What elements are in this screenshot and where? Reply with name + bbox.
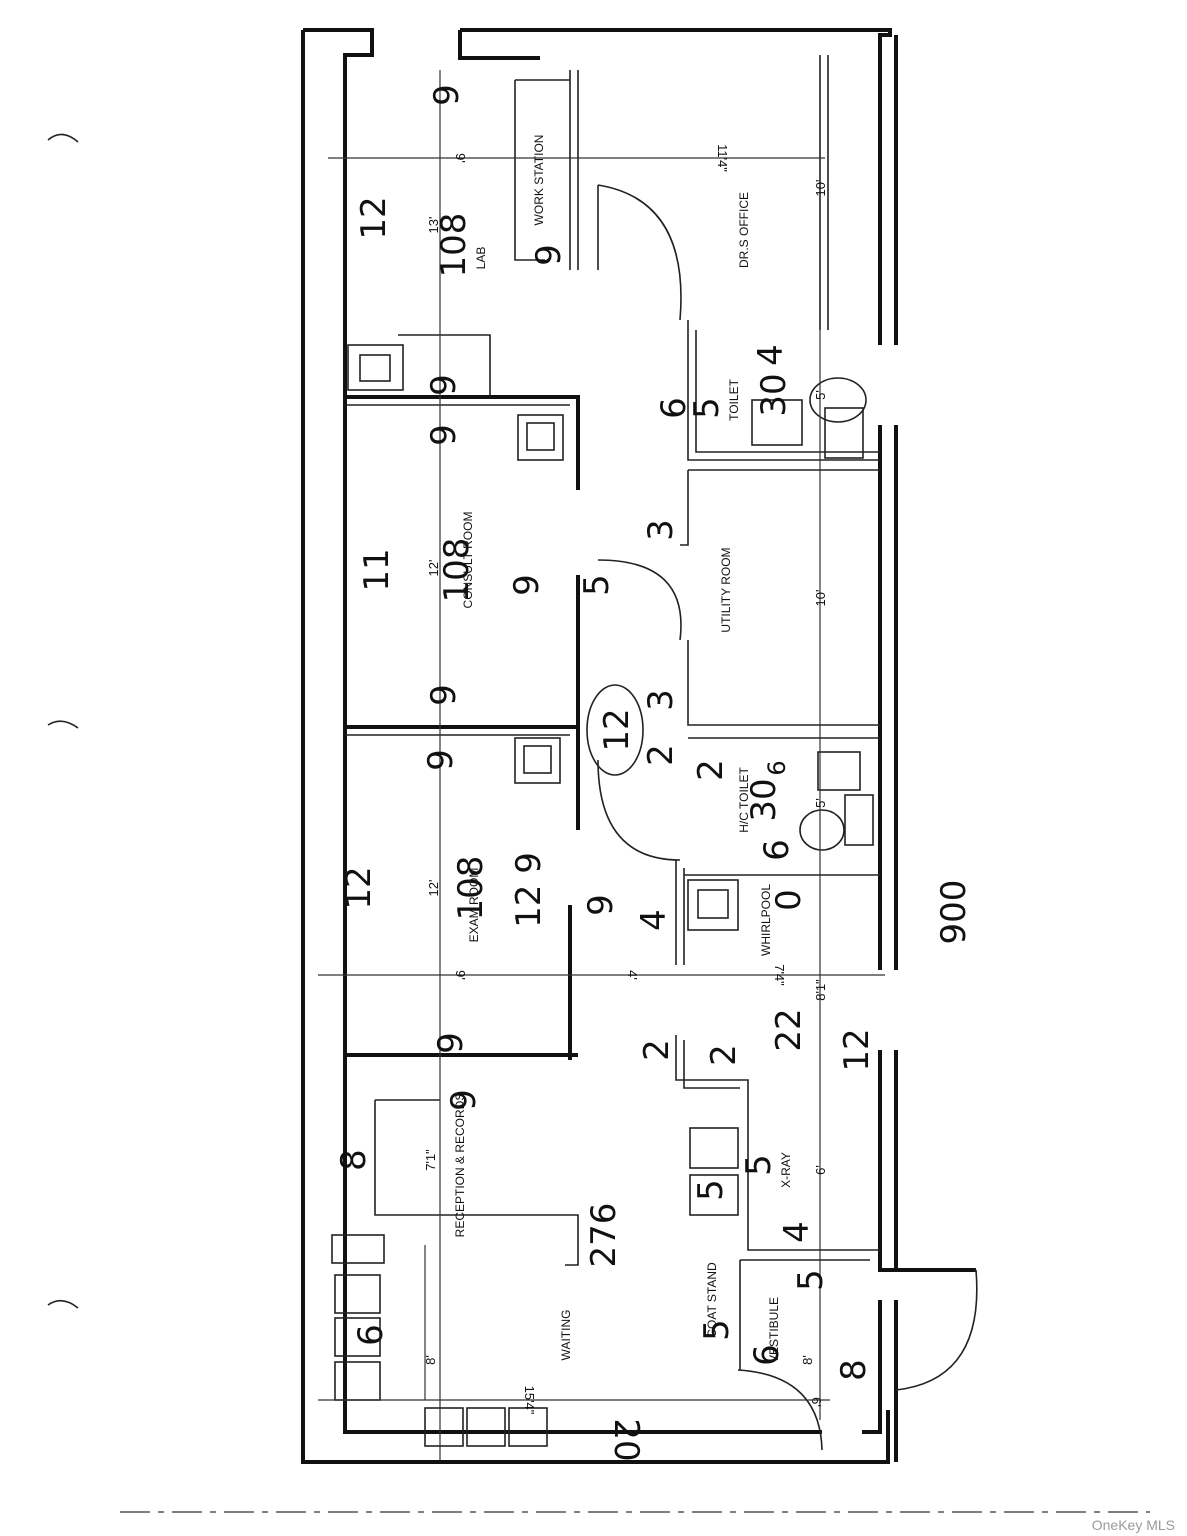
dim-label: 13' xyxy=(426,217,441,234)
hand-note: 900 xyxy=(934,880,974,945)
hand-note: 9 xyxy=(507,574,547,596)
hand-note: 108 xyxy=(451,856,491,921)
hand-note: 6 xyxy=(757,839,797,861)
hand-note: 9 xyxy=(424,424,464,446)
hand-note: 6 xyxy=(763,760,791,775)
hand-note: 0 xyxy=(769,889,809,911)
hand-note: 30 xyxy=(754,373,794,416)
hand-note: 4 xyxy=(777,1221,817,1243)
hand-note: 12 xyxy=(837,1028,877,1071)
dim-label: 15'4" xyxy=(522,1386,537,1415)
room-label-toilet: TOILET xyxy=(727,378,741,420)
hand-note: 30 xyxy=(744,778,784,821)
room-label-hc-toilet: H/C TOILET xyxy=(737,767,751,833)
hand-note: 2 xyxy=(704,1044,744,1066)
hand-note: 4 xyxy=(751,344,791,366)
dim-label: 9' xyxy=(453,970,468,980)
hand-note: 22 xyxy=(769,1008,809,1051)
outer-walls xyxy=(301,28,976,1464)
hand-note: 5 xyxy=(739,1154,779,1176)
dim-label: 10' xyxy=(813,590,828,607)
hand-note: 108 xyxy=(437,538,477,603)
hand-note: 9 xyxy=(421,749,461,771)
hand-note: 276 xyxy=(584,1203,624,1268)
hand-note: 5 xyxy=(687,397,727,419)
hand-note: 4 xyxy=(634,909,674,931)
punch-mark xyxy=(47,133,79,143)
dim-label: 6' xyxy=(813,1165,828,1175)
room-label-vestibule: VESTIBULE xyxy=(767,1297,781,1363)
hand-note: 9 xyxy=(529,244,569,266)
circled-note xyxy=(586,684,644,776)
room-label-lab: LAB xyxy=(474,247,488,270)
hand-note: 12 xyxy=(339,866,379,909)
hand-note: 6 xyxy=(654,397,694,419)
dim-label: 8' xyxy=(800,1355,815,1365)
dim-label: 7'4" xyxy=(772,964,787,986)
dim-label: 7'1" xyxy=(423,1149,438,1171)
dimension-labels: 9' 11'4" 13' 10' 5' 12' 10' 5' 12' 9' 4'… xyxy=(423,144,828,1415)
dim-label: 9' xyxy=(453,153,468,163)
room-label-reception: RECEPTION & RECORDS xyxy=(453,1093,467,1238)
hand-note: 9 xyxy=(444,1089,484,1111)
hand-note: 5 xyxy=(577,574,617,596)
room-label-coat-stand: COAT STAND xyxy=(705,1262,719,1338)
dim-label: 10' xyxy=(813,180,828,197)
hand-note: 5 xyxy=(691,1179,731,1201)
dim-label: 5' xyxy=(813,390,828,400)
dim-label: 12' xyxy=(426,560,441,577)
room-label-drs-office: DR.S OFFICE xyxy=(737,192,751,268)
hand-note: 108 xyxy=(434,213,474,278)
hand-note: 6 xyxy=(351,1324,391,1346)
dimension-lines xyxy=(318,55,885,1460)
room-label-waiting: WAITING xyxy=(559,1310,573,1361)
dim-label: 8'1" xyxy=(813,979,828,1001)
dim-label: 5' xyxy=(813,798,828,808)
hand-note: 12 xyxy=(354,196,394,239)
hand-note: 9 xyxy=(427,84,467,106)
room-label-xray: X-RAY xyxy=(779,1152,793,1188)
room-label-work-station: WORK STATION xyxy=(532,135,546,226)
room-labels: WORK STATION LAB DR.S OFFICE TOILET CONS… xyxy=(453,135,793,1363)
hand-note: 2 xyxy=(641,744,681,766)
room-label-consult-room: CONSULT ROOM xyxy=(461,512,475,609)
hand-note: 9 xyxy=(424,684,464,706)
dim-label: 11'4" xyxy=(715,144,730,172)
hand-note: 5 xyxy=(791,1269,831,1291)
dim-label: 12' xyxy=(426,880,441,897)
dim-label: 4' xyxy=(625,970,640,980)
room-label-whirlpool: WHIRLPOOL xyxy=(759,884,773,956)
hand-note: 8 xyxy=(334,1149,374,1171)
hand-note: 2 xyxy=(691,759,731,781)
room-label-utility-room: UTILITY ROOM xyxy=(719,547,733,632)
hand-note: 3 xyxy=(641,519,681,541)
hand-note: 12 xyxy=(597,708,637,751)
handwritten-notes: 9 12 108 9 9 9 6 5 30 4 3 11 108 9 5 9 3… xyxy=(334,84,974,1461)
hand-note: 9 xyxy=(581,894,621,916)
room-label-exam-room: EXAM ROOM xyxy=(467,868,481,943)
hand-note: 8 xyxy=(834,1359,874,1381)
hand-note: 2 xyxy=(637,1039,677,1061)
punch-mark xyxy=(47,720,79,729)
watermark: OneKey MLS xyxy=(1092,1517,1175,1533)
hand-note: 3 xyxy=(641,689,681,711)
hand-note: 9 xyxy=(431,1032,471,1054)
hand-note: 20 xyxy=(606,1418,646,1461)
dim-label: 6' xyxy=(809,1397,824,1407)
hand-note: 9 xyxy=(424,374,464,396)
dim-label: 8' xyxy=(423,1355,438,1365)
hand-note: 6 xyxy=(747,1344,787,1366)
hand-note: 5 xyxy=(697,1319,737,1341)
hand-note: 11 xyxy=(357,548,397,591)
punch-mark xyxy=(47,1299,79,1309)
hand-note: 12 9 xyxy=(509,852,549,928)
interior-walls xyxy=(331,55,978,1451)
